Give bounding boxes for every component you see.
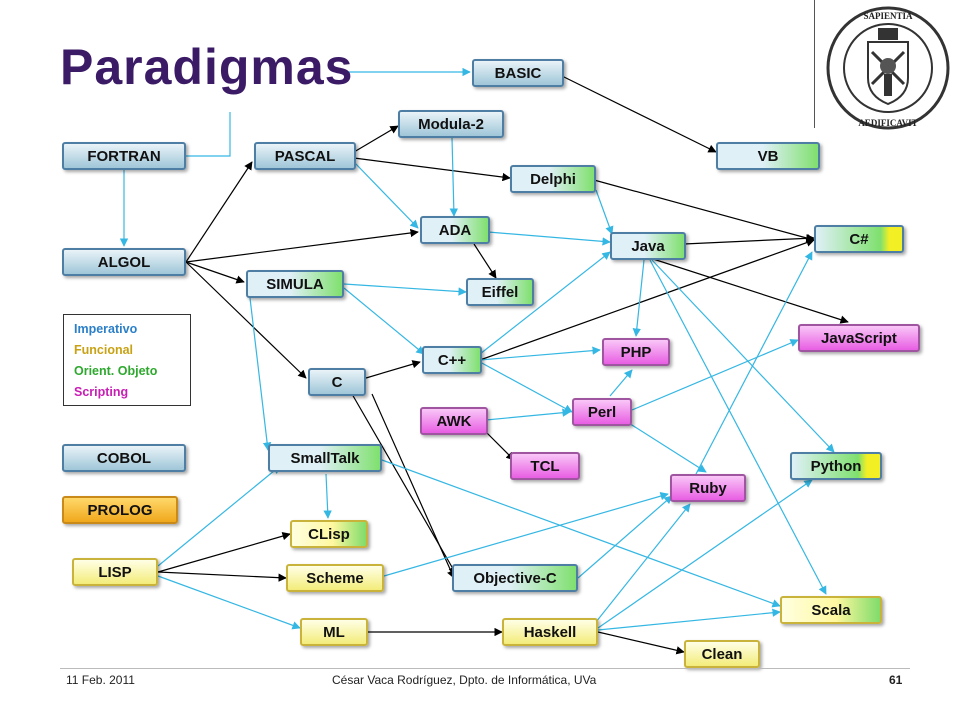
- node-modula2: Modula-2: [398, 110, 504, 138]
- footer-divider: [60, 668, 910, 669]
- seal-divider: [814, 0, 815, 128]
- node-java: Java: [610, 232, 686, 260]
- edge-java-javascript: [649, 257, 849, 324]
- svg-text:SAPIENTIA: SAPIENTIA: [863, 11, 913, 21]
- legend: Imperativo Funcional Orient. Objeto Scri…: [63, 314, 191, 406]
- node-fortran: FORTRAN: [62, 142, 186, 170]
- node-clisp: CLisp: [290, 520, 368, 548]
- node-objc: Objective-C: [452, 564, 578, 592]
- svg-text:AEDIFICAVIT: AEDIFICAVIT: [858, 118, 917, 128]
- edge-cpp-csharp: [479, 238, 815, 361]
- edge-cpp-perl: [479, 361, 573, 413]
- edge-java-python: [651, 259, 835, 453]
- edge-algol-c: [185, 261, 307, 379]
- edge-smalltalk-clisp: [323, 473, 332, 519]
- edge-awk-tcl: [485, 431, 515, 461]
- node-cobol: COBOL: [62, 444, 186, 472]
- edge-awk-perl: [485, 408, 571, 421]
- university-seal-icon: SAPIENTIA AEDIFICAVIT: [826, 6, 950, 130]
- edge-haskell-python: [597, 479, 813, 629]
- node-smalltalk: SmallTalk: [268, 444, 382, 472]
- edge-simula-eiffel: [343, 283, 467, 296]
- edge-cpp-java: [479, 251, 611, 355]
- node-basic: BASIC: [472, 59, 564, 87]
- node-pascal: PASCAL: [254, 142, 356, 170]
- node-simula: SIMULA: [246, 270, 344, 298]
- edge-lisp-scheme: [157, 571, 287, 582]
- legend-funcional: Funcional: [74, 343, 134, 357]
- edge-lisp-ml: [157, 575, 301, 630]
- edge-simula-cpp: [343, 287, 425, 355]
- node-ada: ADA: [420, 216, 490, 244]
- footer-date: 11 Feb. 2011: [66, 673, 135, 687]
- footer-page-number: 61: [889, 673, 903, 687]
- node-algol: ALGOL: [62, 248, 186, 276]
- node-tcl: TCL: [510, 452, 580, 480]
- node-delphi: Delphi: [510, 165, 596, 193]
- edge-ada-eiffel: [473, 243, 497, 279]
- edge-lisp-smalltalk: [157, 465, 281, 567]
- edge-perl-ruby: [623, 419, 707, 473]
- node-prolog: PROLOG: [62, 496, 178, 524]
- legend-orient-objeto: Orient. Objeto: [74, 364, 158, 378]
- edge-algol-ada: [185, 228, 419, 263]
- node-ruby: Ruby: [670, 474, 746, 502]
- edge-pascal-delphi: [353, 157, 511, 182]
- node-scala: Scala: [780, 596, 882, 624]
- edge-objc-ruby: [577, 495, 673, 579]
- edge-perl-javascript: [631, 339, 799, 411]
- node-perl: Perl: [572, 398, 632, 426]
- edge-cpp-php: [479, 346, 601, 361]
- node-csharp: C#: [814, 225, 904, 253]
- edge-scheme-ruby: [383, 492, 669, 577]
- node-vb: VB: [716, 142, 820, 170]
- node-clean: Clean: [684, 640, 760, 668]
- edge-java-scala: [649, 259, 827, 595]
- edge-smalltalk-scala: [381, 459, 781, 608]
- edge-algol-pascal: [185, 161, 253, 263]
- edge-ada-java: [487, 231, 611, 246]
- edge-perl-php: [609, 369, 633, 397]
- node-c: C: [308, 368, 366, 396]
- edge-haskell-ruby: [595, 503, 691, 623]
- edge-java-php: [632, 259, 645, 337]
- edge-java-csharp: [683, 234, 815, 245]
- edge-delphi-csharp: [593, 179, 815, 243]
- edge-pascal-ada: [353, 161, 419, 229]
- edge-modula2-ada: [449, 137, 459, 217]
- title-line-fortran: [186, 112, 231, 157]
- edge-haskell-clean: [597, 631, 685, 655]
- node-eiffel: Eiffel: [466, 278, 534, 306]
- node-lisp: LISP: [72, 558, 158, 586]
- edge-lisp-clisp: [157, 532, 291, 573]
- edge-basic-vb: [561, 75, 717, 153]
- node-javascript: JavaScript: [798, 324, 920, 352]
- legend-scripting: Scripting: [74, 385, 129, 399]
- edge-c-cpp: [365, 360, 421, 379]
- node-awk: AWK: [420, 407, 488, 435]
- node-ml: ML: [300, 618, 368, 646]
- edge-delphi-java: [595, 189, 614, 235]
- node-haskell: Haskell: [502, 618, 598, 646]
- edge-haskell-scala: [597, 608, 781, 631]
- node-python: Python: [790, 452, 882, 480]
- edge-pascal-modula2: [353, 125, 399, 153]
- edge-ruby-csharp: [695, 251, 813, 475]
- node-cpp: C++: [422, 346, 482, 374]
- edge-smalltalk-objc: [371, 393, 455, 579]
- legend-imperativo: Imperativo: [74, 322, 138, 336]
- edge-algol-simula: [185, 261, 245, 284]
- slide-title: Paradigmas: [60, 39, 354, 95]
- footer-author: César Vaca Rodríguez, Dpto. de Informáti…: [332, 673, 597, 687]
- node-php: PHP: [602, 338, 670, 366]
- node-scheme: Scheme: [286, 564, 384, 592]
- edge-simula-smalltalk: [249, 297, 272, 451]
